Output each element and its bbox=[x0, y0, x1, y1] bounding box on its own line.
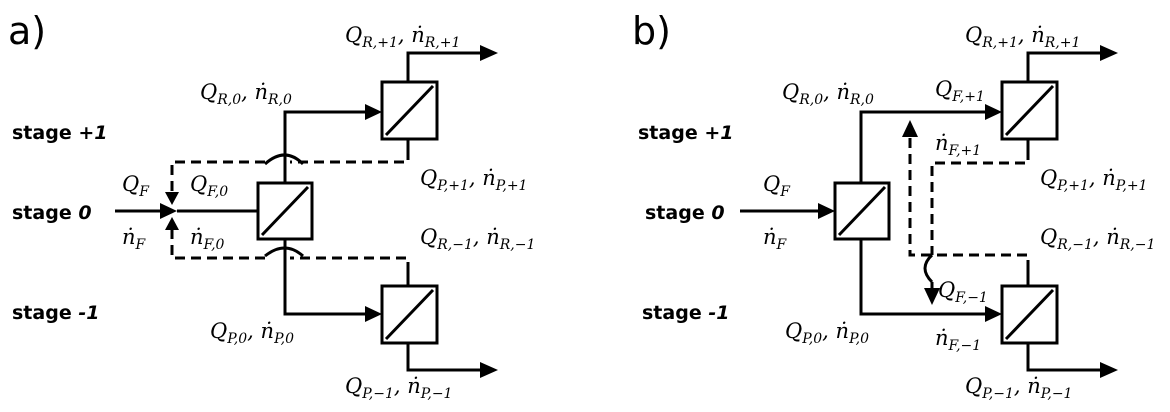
stage-minus1-label-a: stage -1 bbox=[12, 302, 99, 324]
permeate-out-minus1-b bbox=[1026, 343, 1100, 372]
stage-minus1-label-b: stage -1 bbox=[642, 302, 729, 324]
label-nF0-a: ṅF,0 bbox=[190, 225, 225, 253]
label-nF-plus1-b: ṅF,+1 bbox=[935, 131, 981, 159]
label-R-plus1-b: QR,+1, ṅR,+1 bbox=[965, 23, 1080, 51]
label-R0-b: QR,0, ṅR,0 bbox=[782, 80, 874, 108]
feed-arrowhead-b bbox=[818, 203, 835, 219]
membrane-stage0-divider-a bbox=[260, 185, 310, 237]
stage-0-label-b: stage 0 bbox=[645, 202, 725, 224]
permeate-out-minus1-a bbox=[406, 343, 480, 372]
label-R-minus1-b: QR,−1, ṅR,−1 bbox=[1040, 225, 1155, 253]
label-P-minus1-b: QP,−1, ṅP,−1 bbox=[965, 374, 1072, 402]
permeate-arrowhead-stage0-a bbox=[365, 306, 382, 322]
recycle-lower-a bbox=[290, 256, 410, 272]
recycle-to-plus1-arrowhead-b bbox=[902, 120, 918, 137]
recycle-upper-a bbox=[290, 150, 410, 164]
label-R-minus1-a: QR,−1, ṅR,−1 bbox=[420, 225, 535, 253]
retentate-line-stage0-b bbox=[859, 110, 985, 183]
label-P-minus1-a: QP,−1, ṅP,−1 bbox=[345, 374, 452, 402]
panel-b: b) stage +1 stage 0 stage -1 bbox=[632, 9, 1155, 402]
retentate-out-plus1-arrowhead-a bbox=[480, 45, 498, 61]
permeate-line-stage0-b bbox=[859, 239, 985, 316]
recycle-from-plus1-b bbox=[930, 150, 1030, 255]
permeate-line-stage0-a bbox=[283, 239, 365, 316]
recycle-lower-arrowhead-a bbox=[165, 217, 179, 230]
label-QF-a: QF bbox=[122, 172, 150, 200]
recycle-from-minus1-b bbox=[908, 136, 1030, 270]
label-R-plus1-a: QR,+1, ṅR,+1 bbox=[345, 23, 460, 51]
crossing-hump-b bbox=[923, 253, 934, 284]
label-nF-minus1-b: ṅF,−1 bbox=[935, 326, 981, 354]
label-P0-a: QP,0, ṅP,0 bbox=[210, 319, 294, 347]
recycle-to-minus1-arrowhead-b bbox=[924, 288, 940, 305]
recycle-upper-arrowhead-a bbox=[165, 192, 179, 205]
permeate-arrowhead-stage0-b bbox=[985, 306, 1002, 322]
membrane-stage-minus1-divider-b bbox=[1004, 288, 1055, 341]
feed-arrowhead-a bbox=[160, 203, 177, 219]
label-nF-b: ṅF bbox=[763, 225, 788, 253]
membrane-stage-plus1-divider-b bbox=[1004, 84, 1055, 137]
label-nF-a: ṅF bbox=[122, 225, 147, 253]
stage-plus1-label-a: stage +1 bbox=[12, 122, 107, 144]
retentate-line-stage0-a bbox=[283, 110, 365, 183]
membrane-stage-plus1-divider-a bbox=[384, 84, 435, 137]
label-QF0-a: QF,0 bbox=[190, 172, 228, 200]
label-QF-minus1-b: QF,−1 bbox=[938, 278, 988, 306]
label-P-plus1-b: QP,+1, ṅP,+1 bbox=[1040, 166, 1147, 194]
label-QF-plus1-b: QF,+1 bbox=[935, 77, 985, 105]
retentate-out-plus1-arrowhead-b bbox=[1100, 45, 1118, 61]
membrane-stage0-divider-b bbox=[837, 185, 887, 237]
panel-a: a) stage +1 stage 0 stage -1 bbox=[8, 9, 535, 402]
permeate-out-minus1-arrowhead-a bbox=[480, 362, 498, 378]
stage-plus1-label-b: stage +1 bbox=[638, 122, 733, 144]
panel-a-label: a) bbox=[8, 9, 46, 53]
retentate-out-plus1-a bbox=[406, 51, 480, 82]
retentate-arrowhead-stage0-a bbox=[365, 104, 382, 120]
label-R0-a: QR,0, ṅR,0 bbox=[200, 80, 292, 108]
label-QF-b: QF bbox=[763, 172, 791, 200]
recycle-lower-to-node-a bbox=[170, 226, 265, 260]
label-P-plus1-a: QP,+1, ṅP,+1 bbox=[420, 166, 527, 194]
retentate-out-plus1-b bbox=[1026, 51, 1100, 82]
retentate-arrowhead-stage0-b bbox=[985, 104, 1002, 120]
permeate-out-minus1-arrowhead-b bbox=[1100, 362, 1118, 378]
stage-0-label-a: stage 0 bbox=[12, 202, 92, 224]
label-P0-b: QP,0, ṅP,0 bbox=[785, 319, 869, 347]
recycle-upper-to-node-a bbox=[170, 160, 265, 196]
panel-b-label: b) bbox=[632, 9, 671, 53]
membrane-stage-minus1-divider-a bbox=[384, 288, 435, 341]
